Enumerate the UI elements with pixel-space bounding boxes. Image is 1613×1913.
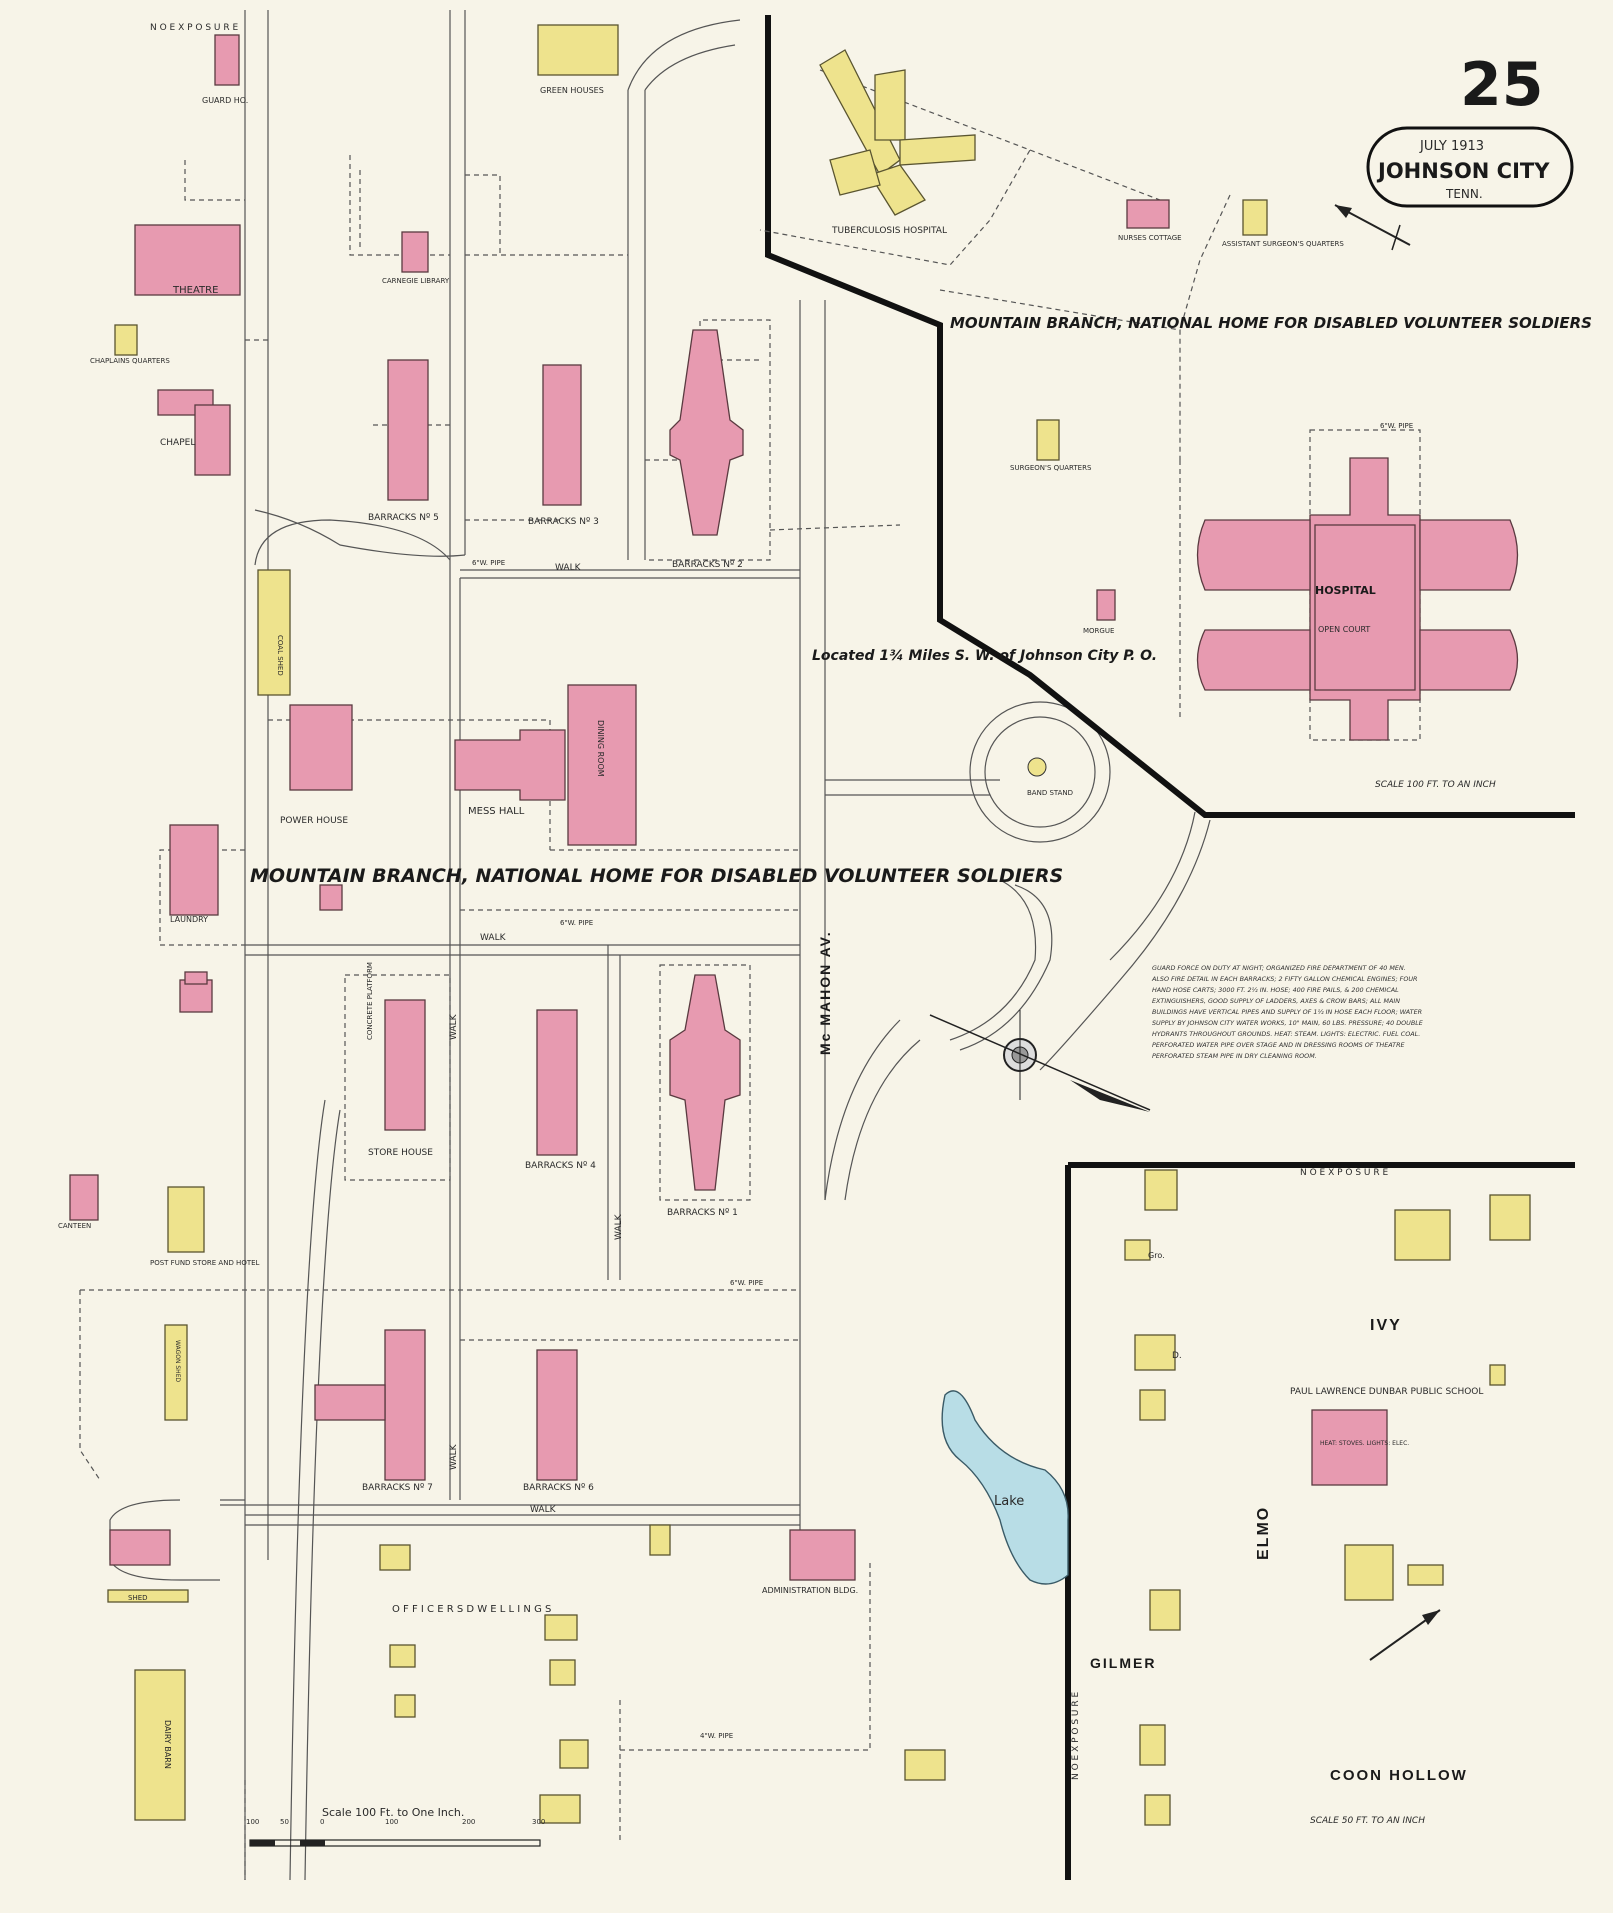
brick-buildings: [69, 34, 1519, 1581]
pipe-label-5: 6"W. PIPE: [1380, 422, 1413, 430]
walk-label-4: WALK: [449, 1013, 459, 1040]
label-officers-dwellings: O F F I C E R S D W E L L I N G S: [392, 1604, 551, 1615]
water-pipes: [79, 69, 1421, 1880]
note-line-8: PERFORATED STEAM PIPE IN DRY CLEANING RO…: [1152, 1052, 1317, 1060]
walk-label-5: WALK: [449, 1443, 459, 1470]
labels: N O E X P O S U R E 25 GUARD HO. GREEN H…: [58, 23, 1592, 1826]
title-cartouche: JULY 1913 JOHNSON CITY TENN.: [1366, 126, 1574, 208]
label-tuberculosis-hospital: TUBERCULOSIS HOSPITAL: [831, 226, 947, 236]
label-barracks-3: BARRACKS Nº 3: [528, 517, 599, 527]
label-administration: ADMINISTRATION BLDG.: [762, 1586, 858, 1595]
lake: [941, 1390, 1069, 1585]
label-grocery: Gro.: [1148, 1251, 1165, 1260]
pipe-label-2: 6"W. PIPE: [560, 919, 593, 927]
street-gilmer: GILMER: [1090, 1655, 1156, 1671]
fire-protection-notes: GUARD FORCE ON DUTY AT NIGHT; ORGANIZED …: [1151, 964, 1424, 1060]
scale-tick-1: 50: [280, 1818, 289, 1826]
walk-label-2: WALK: [480, 933, 507, 943]
label-dwelling-mark: D.: [1172, 1351, 1182, 1361]
scale-upper-right: SCALE 100 FT. TO AN INCH: [1375, 780, 1496, 790]
label-wagon-shed: WAGON SHED: [174, 1340, 181, 1382]
label-surgeons-quarters: SURGEON'S QUARTERS: [1010, 464, 1092, 472]
scale-lower-right: SCALE 50 FT. TO AN INCH: [1310, 1816, 1425, 1826]
label-guard-house: GUARD HO.: [202, 96, 248, 105]
label-barracks-2: BARRACKS Nº 2: [672, 560, 743, 570]
label-hospital: HOSPITAL: [1315, 584, 1376, 597]
label-barracks-5: BARRACKS Nº 5: [368, 513, 439, 523]
band-stand-icon: [1027, 757, 1047, 777]
label-morgue: MORGUE: [1083, 627, 1114, 635]
label-dining-room: DINING ROOM: [596, 720, 605, 777]
label-shed: SHED: [128, 1594, 148, 1602]
note-line-2: HAND HOSE CARTS; 3000 FT. 2½ IN. HOSE; 4…: [1152, 986, 1399, 994]
sheet-state: TENN.: [1445, 187, 1483, 201]
scale-tick-2: 0: [320, 1818, 324, 1826]
label-post-fund-store: POST FUND STORE AND HOTEL: [150, 1259, 260, 1267]
note-line-6: HYDRANTS THROUGHOUT GROUNDS. HEAT: STEAM…: [1152, 1030, 1420, 1038]
roads: [109, 10, 1211, 1881]
no-exposure-right: N O E X P O S U R E: [1300, 1168, 1388, 1178]
sheet-city: JOHNSON CITY: [1376, 159, 1550, 183]
note-line-7: PERFORATED WATER PIPE OVER STAGE AND IN …: [1152, 1041, 1406, 1049]
street-mcmahon: Mc MAHON AV.: [817, 930, 833, 1055]
street-coon-hollow: COON HOLLOW: [1330, 1767, 1468, 1784]
label-store-house: STORE HOUSE: [368, 1148, 433, 1158]
label-coal-shed: COAL SHED: [276, 635, 284, 676]
sheet-date: JULY 1913: [1419, 139, 1484, 154]
label-assistant-surgeons-quarters: ASSISTANT SURGEON'S QUARTERS: [1222, 240, 1344, 248]
scale-tick-0: 100: [246, 1818, 259, 1826]
label-concrete-platform: CONCRETE PLATFORM: [366, 962, 374, 1040]
label-mess-hall: MESS HALL: [468, 806, 525, 817]
walk-label-6: WALK: [614, 1213, 624, 1240]
label-dunbar-school: PAUL LAWRENCE DUNBAR PUBLIC SCHOOL: [1290, 1387, 1483, 1397]
scale-bottom: Scale 100 Ft. to One Inch.: [322, 1806, 464, 1819]
title-upper: MOUNTAIN BRANCH, NATIONAL HOME FOR DISAB…: [950, 314, 1592, 332]
label-band-stand: BAND STAND: [1027, 789, 1073, 797]
scale-tick-4: 200: [462, 1818, 475, 1826]
label-nurses-cottage: NURSES COTTAGE: [1118, 234, 1182, 242]
walk-label-3: WALK: [530, 1505, 557, 1515]
walk-label-1: WALK: [555, 563, 582, 573]
label-power-house: POWER HOUSE: [280, 816, 348, 826]
page-number: 25: [1460, 50, 1544, 120]
label-dairy-barn: DAIRY BARN: [163, 1720, 172, 1769]
lake-label: Lake: [994, 1494, 1024, 1509]
label-theatre: THEATRE: [172, 285, 218, 296]
note-line-1: ALSO FIRE DETAIL IN EACH BARRACKS; 2 FIF…: [1151, 975, 1417, 983]
note-line-3: EXTINGUISHERS, GOOD SUPPLY OF LADDERS, A…: [1152, 997, 1400, 1005]
label-open-court: OPEN COURT: [1318, 625, 1370, 634]
scale-tick-5: 300: [532, 1818, 545, 1826]
label-green-houses: GREEN HOUSES: [540, 86, 604, 95]
label-carnegie-library: CARNEGIE LIBRARY: [382, 277, 450, 285]
label-canteen: CANTEEN: [58, 1222, 91, 1230]
north-arrow-icon: [1334, 204, 1411, 251]
pipe-label-4: 4"W. PIPE: [700, 1732, 733, 1740]
note-line-5: SUPPLY BY JOHNSON CITY WATER WORKS, 10" …: [1152, 1019, 1424, 1027]
title-main: MOUNTAIN BRANCH, NATIONAL HOME FOR DISAB…: [250, 865, 1063, 887]
street-ivy: IVY: [1370, 1317, 1402, 1334]
no-exposure-top: N O E X P O S U R E: [150, 23, 238, 33]
title-location: Located 1¾ Miles S. W. of Johnson City P…: [812, 648, 1157, 664]
scale-bar-graphic: [249, 1839, 541, 1847]
label-chapel: CHAPEL: [160, 438, 195, 448]
note-line-0: GUARD FORCE ON DUTY AT NIGHT; ORGANIZED …: [1152, 964, 1406, 972]
label-barracks-1: BARRACKS Nº 1: [667, 1208, 738, 1218]
pipe-label-1: 6"W. PIPE: [472, 559, 505, 567]
label-school-note: HEAT: STOVES. LIGHTS: ELEC.: [1320, 1440, 1409, 1447]
no-exposure-vertical: N O E X P O S U R E: [1071, 1692, 1081, 1780]
note-line-4: BUILDINGS HAVE VERTICAL PIPES AND SUPPLY…: [1152, 1008, 1422, 1016]
pipe-label-3: 6"W. PIPE: [730, 1279, 763, 1287]
label-barracks-6: BARRACKS Nº 6: [523, 1483, 594, 1493]
north-arrow-icon-2: [1369, 1609, 1441, 1661]
label-barracks-4: BARRACKS Nº 4: [525, 1161, 596, 1171]
label-laundry: LAUNDRY: [170, 915, 208, 924]
scale-tick-3: 100: [385, 1818, 398, 1826]
compass-rose-icon: [929, 1010, 1151, 1112]
label-chaplains-quarters: CHAPLAINS QUARTERS: [90, 357, 170, 365]
frame-buildings: [107, 24, 1531, 1826]
label-barracks-7: BARRACKS Nº 7: [362, 1483, 433, 1493]
street-elmo: ELMO: [1255, 1506, 1272, 1560]
